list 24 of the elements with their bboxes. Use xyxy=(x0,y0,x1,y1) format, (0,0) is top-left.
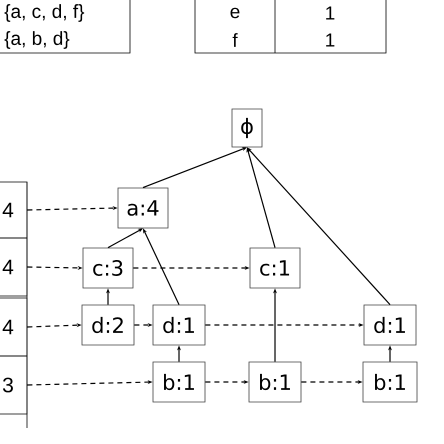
header-cell xyxy=(0,238,28,296)
root-node: ϕ xyxy=(232,108,262,148)
table-cell: 1 xyxy=(326,33,334,47)
header-count: 4 xyxy=(2,260,14,274)
tree-node: d:1 xyxy=(364,304,416,346)
set-cell: {a, b, d} xyxy=(4,31,70,49)
header-cell xyxy=(0,298,28,356)
table-cell: e xyxy=(230,8,240,18)
set-cell: {a, c, d, f} xyxy=(4,4,84,22)
tree-node: d:1 xyxy=(152,304,206,346)
tree-node: b:1 xyxy=(248,362,302,402)
header-cell xyxy=(0,182,28,238)
header-cell xyxy=(0,356,28,414)
tree-node: a:4 xyxy=(118,188,168,228)
tree-node: c:1 xyxy=(250,248,300,288)
tree-node: b:1 xyxy=(152,362,206,402)
tree-node: b:1 xyxy=(362,362,418,402)
header-count: 4 xyxy=(2,320,14,334)
table-cell: 1 xyxy=(326,6,334,20)
table-cell: f xyxy=(232,33,238,47)
header-count: 3 xyxy=(2,378,13,392)
tree-node: d:2 xyxy=(82,304,134,346)
header-count: 4 xyxy=(2,202,14,218)
tree-node: c:3 xyxy=(82,248,134,288)
